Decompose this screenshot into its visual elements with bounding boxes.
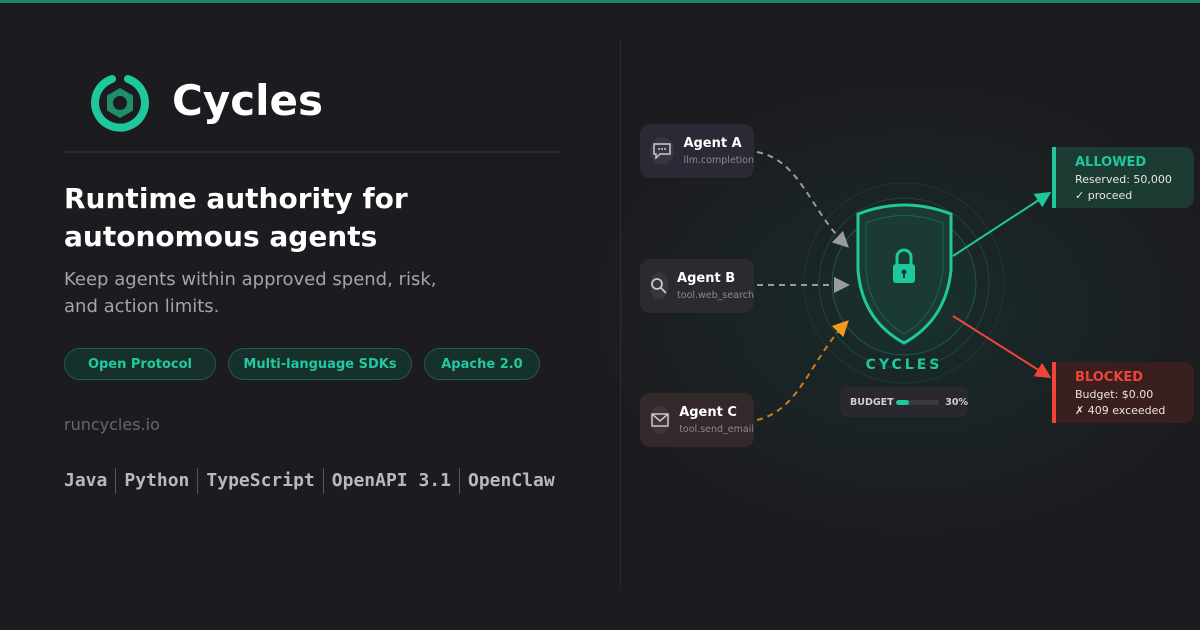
- subheadline: Keep agents within approved spend, risk,…: [64, 269, 437, 317]
- language-item: OpenClaw: [458, 468, 563, 494]
- agent-card-a[interactable]: Agent A llm.completion: [640, 124, 754, 178]
- halo-ring: [818, 197, 990, 369]
- search-icon: [650, 272, 669, 300]
- agent-title: Agent A: [683, 136, 742, 151]
- budget-bar-fill: [895, 399, 909, 405]
- budget-percent: 30%: [945, 396, 968, 408]
- language-item: TypeScript: [197, 468, 322, 494]
- language-list: Java Python TypeScript OpenAPI 3.1 OpenC…: [64, 468, 563, 494]
- agent-title: Agent B: [677, 271, 736, 286]
- cycles-logo-icon: [91, 75, 149, 132]
- budget-label: BUDGET: [850, 396, 894, 408]
- chat-icon: [650, 137, 675, 165]
- halo-ring: [803, 182, 1005, 384]
- language-item: Java: [64, 470, 108, 491]
- headline: Runtime authority for autonomous agents: [64, 182, 408, 253]
- agent-subtitle: tool.web_search: [677, 290, 754, 301]
- agent-title: Agent C: [679, 405, 737, 420]
- flow-diagram: [756, 151, 1052, 421]
- blocked-line: Budget: $0.00: [1075, 388, 1154, 401]
- arrow-agent-c: [756, 320, 849, 421]
- vertical-divider: [620, 40, 621, 590]
- agent-card-b[interactable]: Agent B tool.web_search: [640, 259, 754, 313]
- divider: [64, 151, 560, 153]
- agent-card-c[interactable]: Agent C tool.send_email: [640, 393, 754, 447]
- allowed-card: ALLOWED Reserved: 50,000 ✓ proceed: [1052, 147, 1194, 208]
- badge-license: Apache 2.0: [424, 348, 540, 380]
- center-label: CYCLES: [865, 357, 943, 373]
- shield-inner: [865, 215, 944, 335]
- website-url[interactable]: runcycles.io: [64, 415, 160, 434]
- arrow-allowed: [952, 191, 1052, 257]
- arrow-agent-a: [756, 151, 849, 248]
- blocked-title: BLOCKED: [1075, 370, 1144, 385]
- mail-icon: [650, 406, 671, 434]
- budget-meter: BUDGET 30%: [840, 387, 968, 417]
- agent-subtitle: llm.completion: [683, 155, 754, 166]
- allowed-line: ✓ proceed: [1075, 189, 1133, 202]
- blocked-card: BLOCKED Budget: $0.00 ✗ 409 exceeded: [1052, 362, 1194, 423]
- blocked-line: ✗ 409 exceeded: [1075, 404, 1166, 417]
- allowed-title: ALLOWED: [1075, 155, 1147, 170]
- badge-sdks: Multi-language SDKs: [228, 348, 412, 380]
- top-accent-bar: [0, 0, 1200, 3]
- budget-bar: [895, 399, 940, 405]
- language-item: Python: [115, 468, 197, 494]
- badge-open-protocol: Open Protocol: [64, 348, 216, 380]
- language-item: OpenAPI 3.1: [322, 468, 459, 494]
- brand-name: Cycles: [172, 76, 323, 125]
- allowed-line: Reserved: 50,000: [1075, 173, 1172, 186]
- arrow-blocked: [952, 315, 1052, 379]
- agent-subtitle: tool.send_email: [679, 424, 754, 435]
- lock-icon: [893, 248, 915, 283]
